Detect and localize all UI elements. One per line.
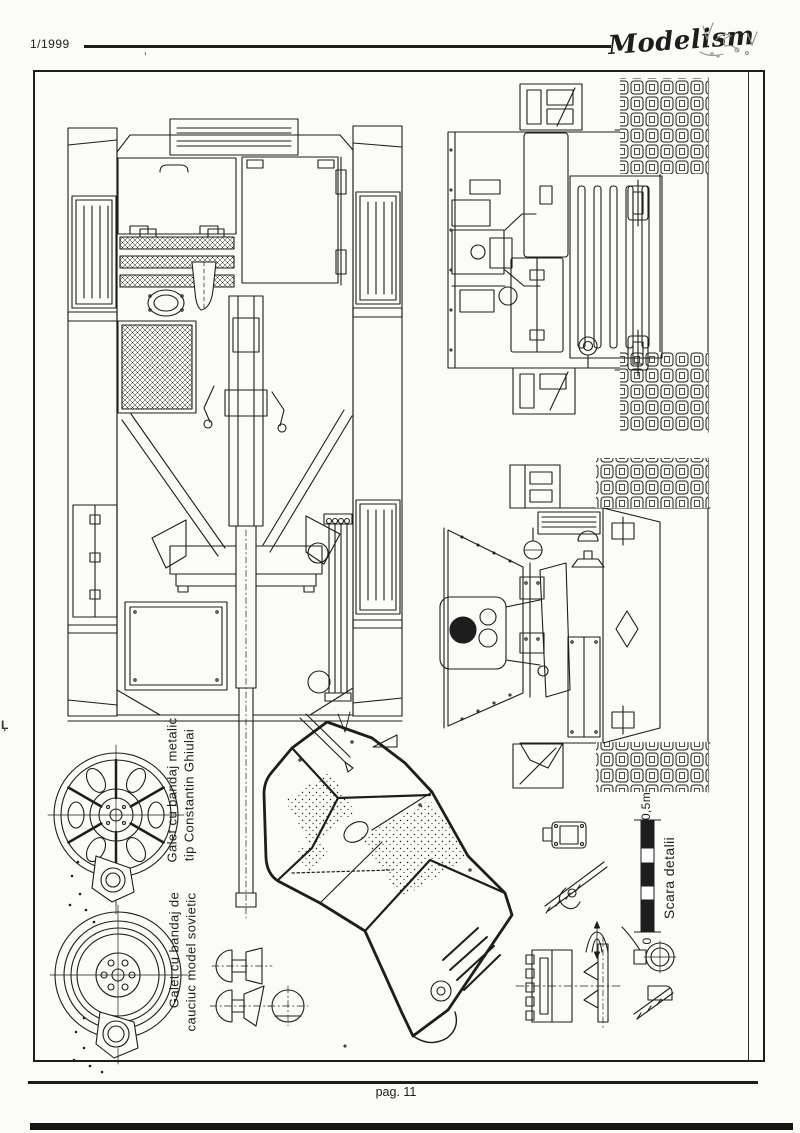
front-view-drawing [439,457,711,793]
page-edge-mark: Ļ [1,718,9,732]
handwriting-marks [699,22,758,58]
plate-margin-line [748,72,749,1060]
scale-zero-label: 0 [640,937,654,945]
rear-view-drawing [447,77,709,433]
scale-max-label: 0,5m [639,791,653,821]
perspective-view-drawing [262,711,514,1044]
scale-title: Scara detalii [661,836,677,920]
caption-metal-wheel-line1: Galet cu bandaj metalic [164,717,180,863]
plan-view-drawing [67,118,403,1048]
drawing-frame [33,70,765,1062]
scale-bar-drawing [634,819,661,933]
detail-drawings [515,821,677,1031]
bolt-details [209,947,309,1027]
page-number: pag. 11 [375,1085,417,1099]
caption-metal-wheel-line2: tip Constantin Ghiulai [181,728,197,862]
caption-rubber-wheel-line1: Galet cu bandaj de [166,891,182,1009]
footer-rule [28,1081,758,1084]
roadwheel-metal-drawing [47,744,185,924]
stray-mark: ’ [144,50,147,64]
header-rule [84,45,611,48]
scan-edge-bar [30,1123,793,1130]
caption-rubber-wheel-line2: cauciuc model sovietic [183,892,199,1032]
issue-label: 1/1999 [30,37,70,51]
roadwheel-rubber-drawing [49,904,189,1074]
